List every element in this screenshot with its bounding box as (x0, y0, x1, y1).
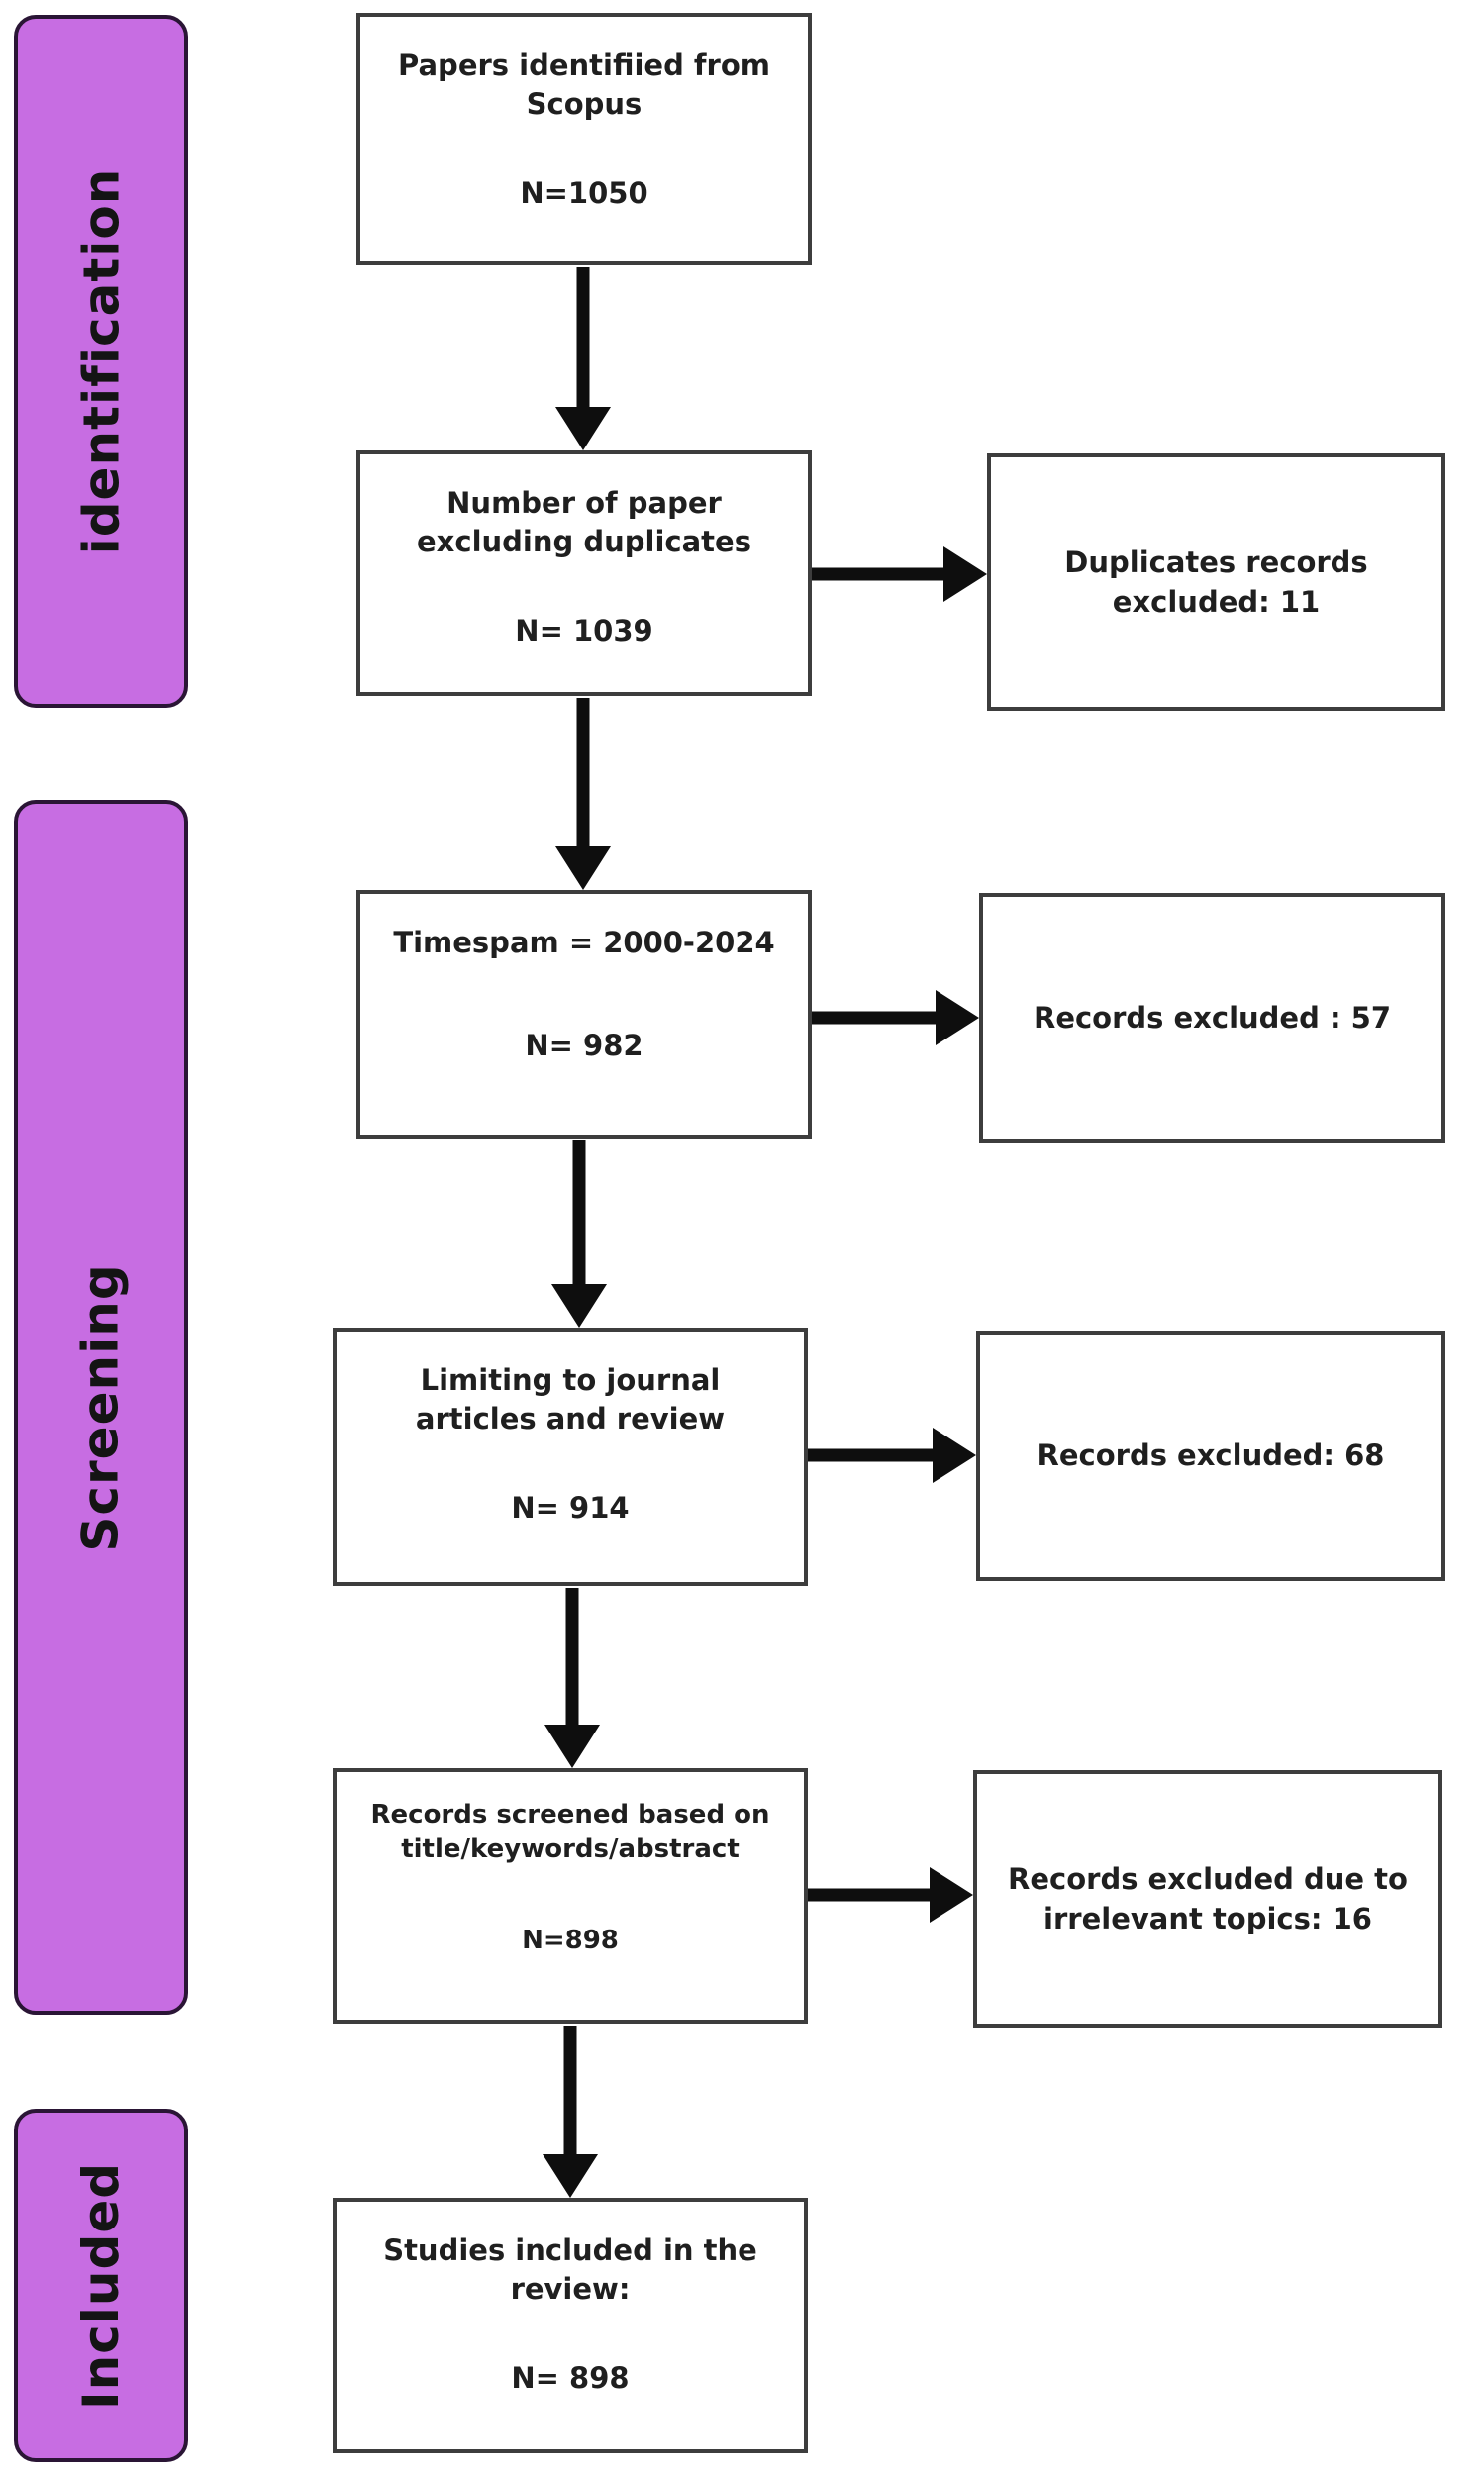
flow-box-identified: Papers identifiied from Scopus N=1050 (356, 13, 812, 265)
flow-box-timespan-title: Timespam = 2000-2024 (393, 926, 775, 959)
exclusion-box-doctype-text: Records excluded: 68 (1037, 1438, 1385, 1473)
exclusion-box-irrelevant-text: Records excluded due to irrelevant topic… (1008, 1861, 1408, 1935)
flow-box-timespan-count: N= 982 (525, 1028, 643, 1062)
stage-label-screening: Screening (72, 1262, 131, 1552)
stage-label-included: Included (72, 2161, 131, 2410)
arrow-stem (572, 1140, 586, 1288)
flow-box-included-count: N= 898 (511, 2360, 630, 2395)
stage-label-identification: identification (72, 167, 131, 555)
exclusion-box-timespan: Records excluded : 57 (979, 893, 1445, 1143)
exclusion-box-timespan-text: Records excluded : 57 (1033, 1001, 1391, 1036)
flow-box-timespan: Timespam = 2000-2024 N= 982 (356, 890, 812, 1138)
arrow-head-right-icon (930, 1867, 973, 1923)
arrow-stem (812, 1011, 940, 1025)
flow-box-deduplicated-title: Number of paper excluding duplicates (417, 486, 751, 558)
arrow-stem (576, 267, 590, 411)
exclusion-box-irrelevant: Records excluded due to irrelevant topic… (973, 1770, 1442, 2028)
arrow-right-4 (808, 1867, 973, 1923)
flow-box-identified-count: N=1050 (520, 175, 648, 210)
arrow-down-2 (555, 698, 611, 890)
arrow-right-2 (812, 990, 979, 1045)
arrow-stem (576, 698, 590, 850)
arrow-head-down-icon (555, 407, 611, 450)
arrow-stem (565, 1588, 579, 1729)
stage-bar-included: Included (14, 2109, 188, 2462)
flow-box-journal-limit-count: N= 914 (511, 1490, 630, 1525)
arrow-head-right-icon (943, 546, 987, 602)
exclusion-box-duplicates-text: Duplicates records excluded: 11 (1064, 544, 1368, 619)
flow-box-deduplicated-count: N= 1039 (515, 613, 653, 647)
flow-box-screened: Records screened based on title/keywords… (333, 1768, 808, 2024)
arrow-stem (812, 567, 947, 581)
arrow-down-1 (555, 267, 611, 450)
arrow-head-right-icon (936, 990, 979, 1045)
arrow-head-down-icon (544, 1725, 600, 1768)
flow-box-screened-count: N=898 (522, 1925, 619, 1955)
flow-box-identified-title: Papers identifiied from Scopus (398, 49, 770, 121)
flow-box-journal-limit-title: Limiting to journal articles and review (415, 1363, 726, 1436)
stage-label-wrap: Screening (18, 804, 184, 2011)
arrow-head-down-icon (551, 1284, 607, 1328)
arrow-head-down-icon (555, 846, 611, 890)
arrow-stem (563, 2026, 577, 2158)
arrow-right-3 (808, 1428, 976, 1483)
arrow-right-1 (812, 546, 987, 602)
exclusion-box-doctype: Records excluded: 68 (976, 1331, 1445, 1581)
arrow-stem (808, 1448, 937, 1462)
arrow-down-5 (543, 2026, 598, 2198)
stage-label-wrap: Included (18, 2113, 184, 2458)
arrow-down-4 (544, 1588, 600, 1768)
arrow-head-right-icon (933, 1428, 976, 1483)
arrow-head-down-icon (543, 2154, 598, 2198)
stage-bar-identification: identification (14, 15, 188, 708)
flow-box-journal-limit: Limiting to journal articles and review … (333, 1328, 808, 1586)
arrow-down-3 (551, 1140, 607, 1328)
flow-box-screened-title: Records screened based on title/keywords… (370, 1800, 770, 1864)
arrow-stem (808, 1888, 934, 1902)
flow-box-included-title: Studies included in the review: (383, 2233, 757, 2306)
flow-box-deduplicated: Number of paper excluding duplicates N= … (356, 450, 812, 696)
flow-box-included: Studies included in the review: N= 898 (333, 2198, 808, 2453)
exclusion-box-duplicates: Duplicates records excluded: 11 (987, 453, 1445, 711)
stage-bar-screening: Screening (14, 800, 188, 2015)
stage-label-wrap: identification (18, 19, 184, 704)
